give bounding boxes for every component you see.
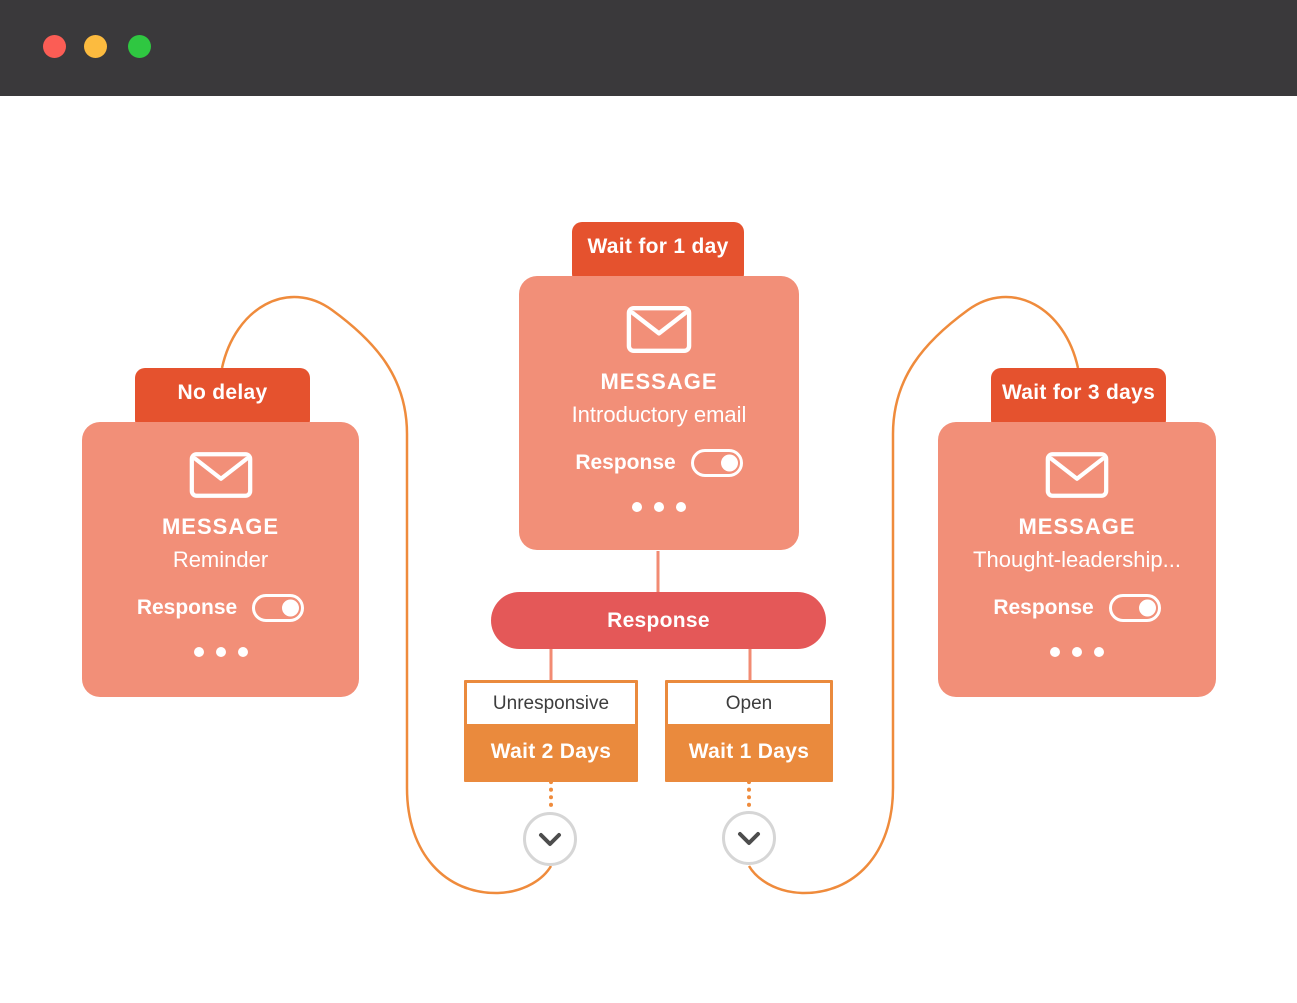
branch-unresponsive[interactable]: Unresponsive Wait 2 Days xyxy=(464,680,638,782)
connector-lines xyxy=(220,295,1080,895)
message-card-thought-leadership[interactable]: MESSAGE Thought-leadership... Response xyxy=(938,422,1216,697)
branch-action-label: Wait 1 Days xyxy=(668,724,830,779)
response-label: Response xyxy=(136,596,238,619)
response-label: Response xyxy=(575,451,676,474)
delay-tab-center[interactable]: Wait for 1 day xyxy=(572,222,744,284)
card-type-label: MESSAGE xyxy=(600,369,718,394)
branch-condition-label: Unresponsive xyxy=(467,683,635,724)
minimize-window-button[interactable] xyxy=(84,35,107,58)
connector-curve-right xyxy=(747,295,1080,895)
expand-step-button-left[interactable] xyxy=(523,812,577,866)
response-row: Response xyxy=(575,449,743,477)
response-row: Response xyxy=(136,594,305,622)
message-card-reminder[interactable]: MESSAGE Reminder Response xyxy=(82,422,359,697)
more-options-icon[interactable] xyxy=(632,502,686,512)
response-toggle[interactable] xyxy=(252,594,305,622)
response-label: Response xyxy=(993,596,1094,619)
chevron-down-icon xyxy=(738,832,760,845)
flow-canvas: No delay MESSAGE Reminder Response Wait … xyxy=(0,96,1297,1003)
response-toggle[interactable] xyxy=(690,449,743,477)
window-titlebar xyxy=(0,0,1297,96)
toggle-knob xyxy=(282,599,300,617)
delay-tab-label: No delay xyxy=(177,381,268,404)
toggle-knob xyxy=(720,454,738,472)
decision-label: Response xyxy=(607,608,710,632)
zoom-window-button[interactable] xyxy=(128,35,151,58)
branch-open[interactable]: Open Wait 1 Days xyxy=(665,680,833,782)
delay-tab-label: Wait for 3 days xyxy=(1001,381,1156,404)
branch-condition-label: Open xyxy=(668,683,830,724)
envelope-icon xyxy=(1045,452,1109,498)
expand-step-button-right[interactable] xyxy=(722,811,776,865)
close-window-button[interactable] xyxy=(43,35,66,58)
response-row: Response xyxy=(993,594,1161,622)
card-subtitle: Reminder xyxy=(172,547,269,572)
response-decision-pill[interactable]: Response xyxy=(491,592,826,649)
toggle-knob xyxy=(1138,599,1156,617)
delay-tab-label: Wait for 1 day xyxy=(587,235,729,258)
message-card-introductory-email[interactable]: MESSAGE Introductory email Response xyxy=(519,276,799,550)
branch-action-label: Wait 2 Days xyxy=(467,724,635,779)
card-subtitle: Thought-leadership... xyxy=(973,547,1181,572)
card-type-label: MESSAGE xyxy=(161,514,280,539)
more-options-icon[interactable] xyxy=(1050,647,1104,657)
delay-tab-right[interactable]: Wait for 3 days xyxy=(991,368,1166,430)
connector-curve-left xyxy=(220,295,553,895)
more-options-icon[interactable] xyxy=(193,647,248,657)
card-type-label: MESSAGE xyxy=(1018,514,1136,539)
response-toggle[interactable] xyxy=(1108,594,1161,622)
envelope-icon xyxy=(626,305,692,354)
delay-tab-left[interactable]: No delay xyxy=(135,368,310,430)
chevron-down-icon xyxy=(539,833,561,846)
envelope-icon xyxy=(189,452,252,498)
card-subtitle: Introductory email xyxy=(571,402,747,427)
